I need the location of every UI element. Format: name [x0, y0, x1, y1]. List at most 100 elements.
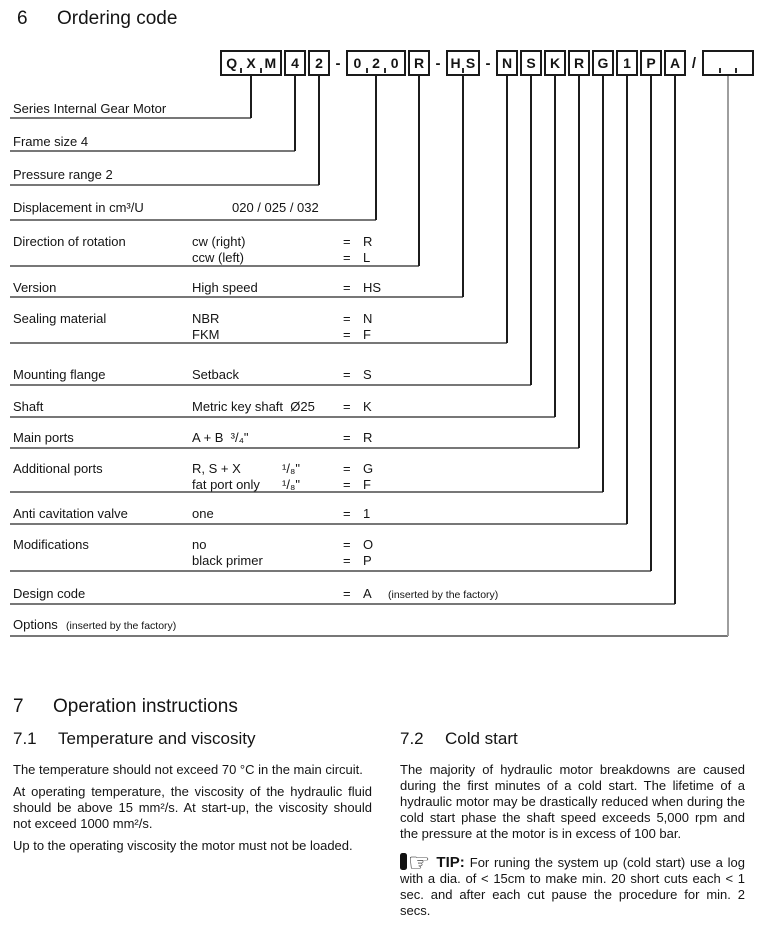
equals-sign: = [343, 552, 351, 568]
row-options: NBR = N FKM = F [192, 311, 740, 342]
displacement-values: 020 / 025 / 032 [232, 200, 319, 215]
code-char: P [646, 55, 656, 71]
option-line: fat port only ¹/₈" = F [192, 477, 740, 493]
code-box-additional-ports: G [592, 50, 614, 76]
row-label: Frame size 4 [13, 134, 89, 149]
code-box-modifications: P [640, 50, 662, 76]
tip-label: TIP: [436, 854, 465, 871]
row-label: Version [13, 280, 57, 295]
option-line: FKM = F [192, 327, 740, 343]
code-char: 0 [384, 52, 404, 74]
section-6-heading: 6 Ordering code [17, 8, 177, 30]
code-char [719, 52, 736, 74]
code-char: G [597, 55, 609, 71]
option-port-size: ¹/₈" [282, 476, 300, 492]
code-char: Q [226, 55, 238, 71]
option-code: N [363, 311, 373, 326]
option-code: A [363, 586, 372, 601]
code-char: 4 [291, 55, 299, 71]
code-box-options-empty [702, 50, 754, 76]
subsection-71-heading: 7.1 Temperature and viscosity [13, 729, 372, 749]
column-temperature-viscosity: 7.1 Temperature and viscosity The temper… [13, 729, 372, 854]
row-label: Additional ports [13, 461, 103, 476]
pointing-hand-icon: ☞ [408, 848, 431, 877]
code-box-shaft: K [544, 50, 566, 76]
code-char: M [259, 52, 280, 74]
equals-sign: = [343, 506, 351, 521]
code-box-flange: S [520, 50, 542, 76]
option-code: R [363, 234, 373, 249]
option-code: L [363, 249, 371, 265]
subsection-72-heading: 7.2 Cold start [400, 729, 745, 749]
section-7-number: 7 [13, 696, 24, 717]
section-6-number: 6 [17, 8, 28, 29]
option-line: NBR = N [192, 311, 740, 327]
option-line: Setback = S [192, 367, 740, 383]
option-desc: fat port only [192, 476, 260, 492]
code-separator-slash: / [691, 54, 697, 72]
option-desc: ccw (left) [192, 249, 244, 265]
equals-sign: = [343, 461, 351, 476]
factory-note: (inserted by the factory) [388, 589, 499, 601]
paragraph: The majority of hydraulic motor breakdow… [400, 762, 745, 841]
option-line: no = O [192, 537, 740, 553]
code-box-pressure-range: 2 [308, 50, 330, 76]
option-code: S [363, 367, 372, 382]
row-label: Sealing material [13, 311, 107, 326]
equals-sign: = [343, 476, 351, 492]
option-line: High speed = HS [192, 280, 740, 296]
option-code: O [363, 537, 374, 552]
row-options: 020 / 025 / 032 [192, 200, 740, 216]
code-separator-dash: - [485, 54, 491, 72]
equals-sign: = [343, 311, 351, 326]
code-separator-dash: - [435, 54, 441, 72]
section-6-title: Ordering code [57, 8, 178, 29]
row-options: cw (right) = R ccw (left) = L [192, 234, 740, 265]
option-port-size: ¹/₈" [282, 461, 300, 476]
option-code: F [363, 476, 371, 492]
row-label: Mounting flange [13, 367, 106, 382]
row-options: R, S + X ¹/₈" = G fat port only ¹/₈" = F [192, 461, 740, 492]
option-code: HS [363, 280, 382, 295]
code-box-rotation: R [408, 50, 430, 76]
option-code: K [363, 399, 372, 414]
code-box-design-code: A [664, 50, 686, 76]
code-box-anti-cavitation: 1 [616, 50, 638, 76]
option-code: R [363, 430, 373, 445]
equals-sign: = [343, 586, 351, 601]
row-label: Direction of rotation [13, 234, 126, 249]
paragraph: At operating temperature, the viscosity … [13, 784, 372, 831]
option-desc: no [192, 537, 207, 552]
row-label: Series Internal Gear Motor [13, 101, 167, 116]
code-char: K [549, 55, 561, 71]
option-line: A + B ³/₄" = R [192, 430, 740, 446]
option-desc: cw (right) [192, 234, 246, 249]
equals-sign: = [343, 234, 351, 249]
equals-sign: = [343, 280, 351, 295]
code-char: 0 [353, 55, 362, 71]
code-char: S [462, 52, 478, 74]
row-label: Main ports [13, 430, 74, 445]
option-line: ccw (left) = L [192, 250, 740, 266]
equals-sign: = [343, 399, 351, 414]
code-box-sealing: N [496, 50, 518, 76]
option-desc: one [192, 506, 214, 521]
code-char: X [240, 52, 260, 74]
option-code: G [363, 461, 374, 476]
row-label: Displacement in cm³/U [13, 200, 144, 215]
code-char: 2 [365, 52, 386, 74]
subsection-71-number: 7.1 [13, 729, 37, 748]
code-char: R [573, 55, 585, 71]
option-desc: NBR [192, 311, 220, 326]
column-cold-start: 7.2 Cold start The majority of hydraulic… [400, 729, 745, 932]
row-label: Modifications [13, 537, 89, 552]
option-line: black primer = P [192, 553, 740, 569]
subsection-71-title: Temperature and viscosity [58, 729, 256, 748]
paragraph: The temperature should not exceed 70 °C … [13, 762, 363, 777]
row-label: Anti cavitation valve [13, 506, 128, 521]
